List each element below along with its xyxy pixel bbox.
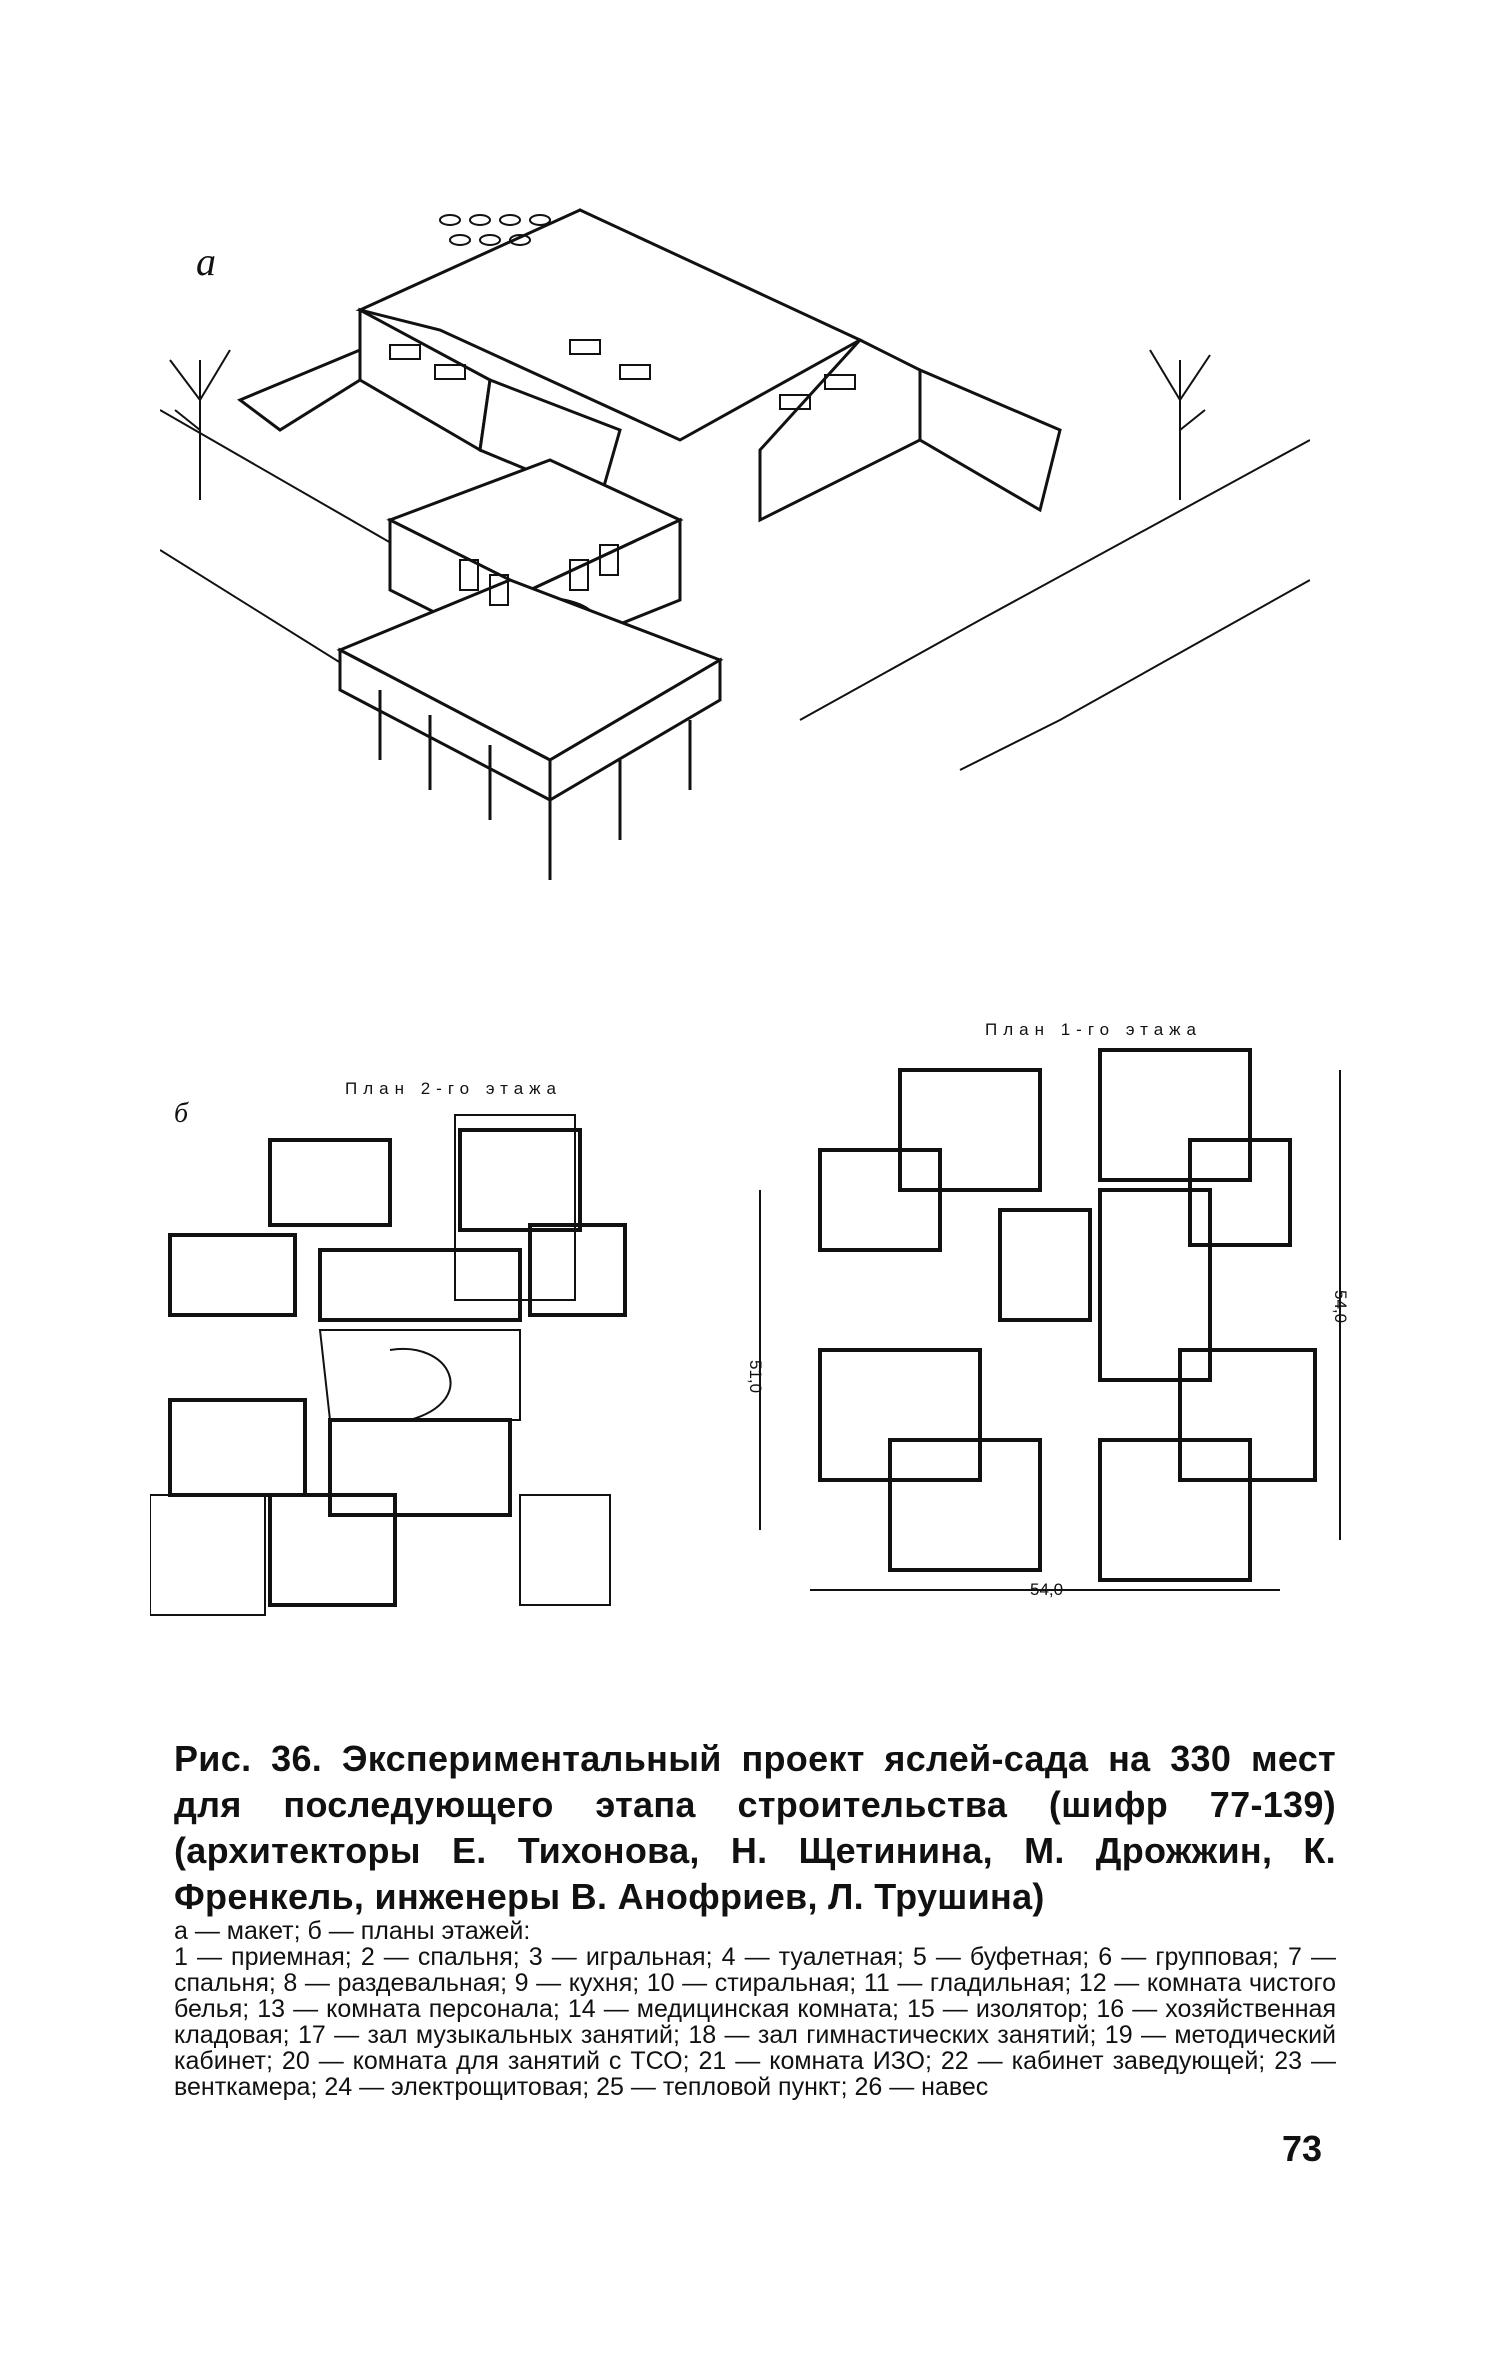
dimension-height-left: 51,0 [746,1360,765,1393]
legend-items: 1 — приемная; 2 — спальня; 3 — игральная… [174,1943,1336,2101]
plan-1st-floor-title: План 1-го этажа [985,1020,1203,1039]
figure-legend: а — макет; б — планы этажей: 1 — приемна… [174,1918,1336,2100]
page-number: 73 [1282,2128,1323,2169]
plan-1st-floor-drawing: 51,0 54,0 54,0 [746,1048,1350,1599]
plan-2nd-floor-title: План 2-го этажа [345,1079,563,1098]
dimension-width: 54,0 [1030,1580,1063,1599]
model-perspective-drawing [160,208,1310,880]
figure-panel-a-label: а [196,239,216,284]
figure-panel-b-label: б [174,1098,189,1129]
legend-intro: а — макет; б — планы этажей: [174,1917,531,1945]
figure-caption: Рис. 36. Экспериментальный проект яслей-… [174,1738,1336,1917]
plan-2nd-floor-drawing [150,1114,627,1616]
dimension-height-right: 54,0 [1331,1290,1350,1323]
